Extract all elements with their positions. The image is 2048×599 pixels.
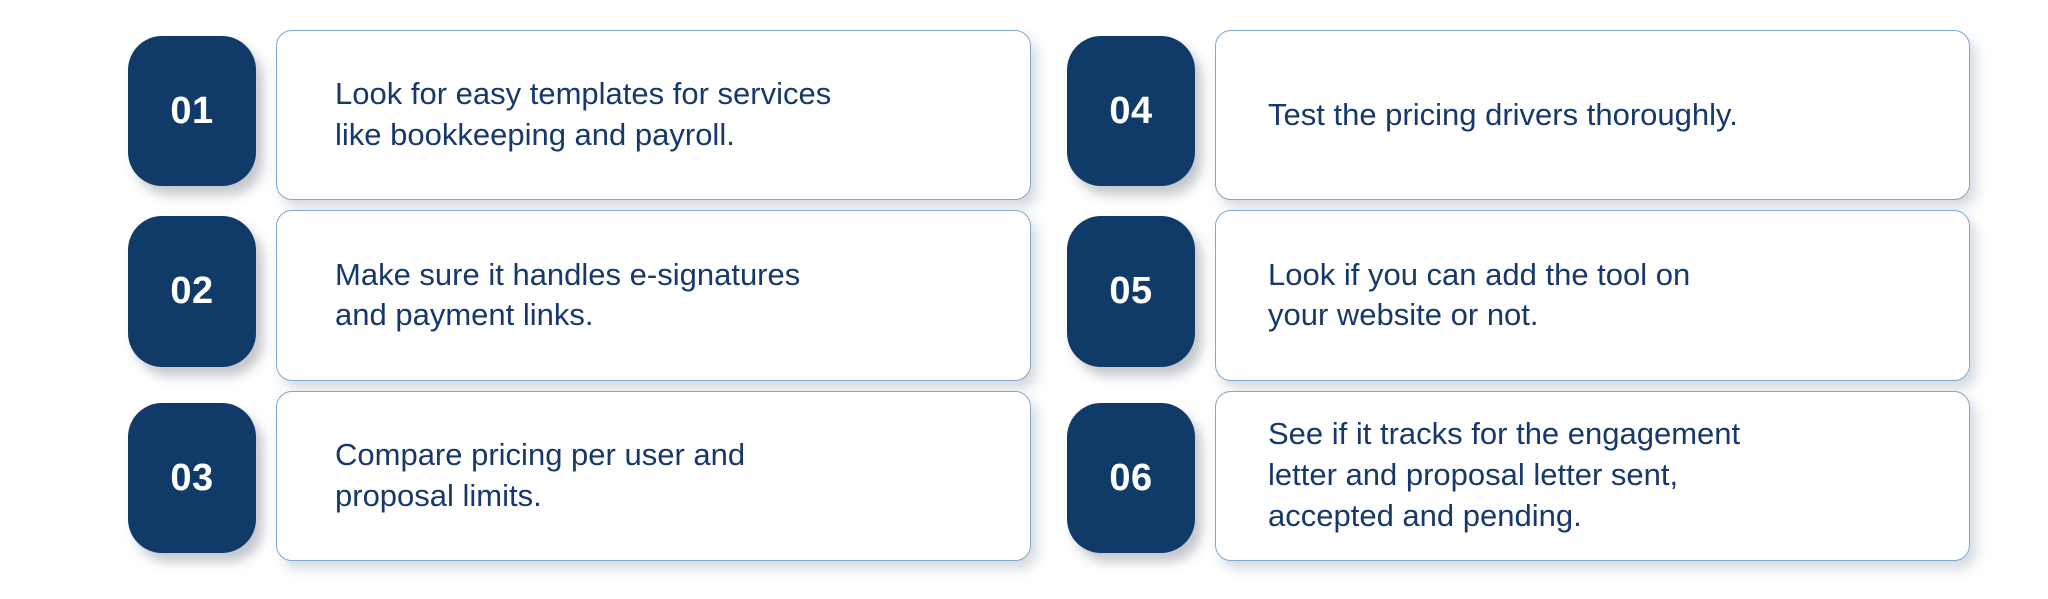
step-number-label: 03 bbox=[170, 456, 214, 499]
step-item-01[interactable]: 01 Look for easy templates for services … bbox=[128, 30, 1031, 204]
step-number-badge-02: 02 bbox=[128, 216, 256, 367]
step-card-text: Test the pricing drivers thoroughly. bbox=[1268, 96, 1738, 132]
step-number-label: 05 bbox=[1109, 270, 1153, 313]
step-item-03[interactable]: 03 Compare pricing per user and proposal… bbox=[128, 390, 1031, 565]
step-card-text: Compare pricing per user and proposal li… bbox=[335, 436, 746, 513]
step-item-05[interactable]: 05 Look if you can add the tool on your … bbox=[1067, 210, 1970, 384]
step-card-01[interactable]: Look for easy templates for services lik… bbox=[276, 30, 1031, 201]
step-number-label: 01 bbox=[170, 90, 214, 133]
step-card-02[interactable]: Make sure it handles e-signatures and pa… bbox=[276, 210, 1031, 381]
step-card-text: Make sure it handles e-signatures and pa… bbox=[335, 256, 801, 333]
step-number-badge-05: 05 bbox=[1067, 216, 1195, 367]
step-card-text: Look for easy templates for services lik… bbox=[335, 76, 832, 153]
step-item-06[interactable]: 06 See if it tracks for the engagement l… bbox=[1067, 390, 1970, 565]
step-card-05[interactable]: Look if you can add the tool on your web… bbox=[1215, 210, 1970, 381]
step-number-label: 06 bbox=[1109, 456, 1153, 499]
step-card-text: Look if you can add the tool on your web… bbox=[1268, 256, 1691, 333]
step-card-04[interactable]: Test the pricing drivers thoroughly. bbox=[1215, 30, 1970, 201]
step-number-badge-06: 06 bbox=[1067, 402, 1195, 553]
step-number-badge-03: 03 bbox=[128, 402, 256, 553]
step-item-02[interactable]: 02 Make sure it handles e-signatures and… bbox=[128, 210, 1031, 384]
step-item-04[interactable]: 04 Test the pricing drivers thoroughly. bbox=[1067, 30, 1970, 204]
step-card-03[interactable]: Compare pricing per user and proposal li… bbox=[276, 390, 1031, 561]
step-number-badge-01: 01 bbox=[128, 36, 256, 187]
step-number-label: 02 bbox=[170, 270, 214, 313]
step-number-badge-04: 04 bbox=[1067, 36, 1195, 187]
step-card-text: See if it tracks for the engagement lett… bbox=[1268, 416, 1741, 534]
step-number-label: 04 bbox=[1109, 90, 1153, 133]
step-card-06[interactable]: See if it tracks for the engagement lett… bbox=[1215, 390, 1970, 561]
